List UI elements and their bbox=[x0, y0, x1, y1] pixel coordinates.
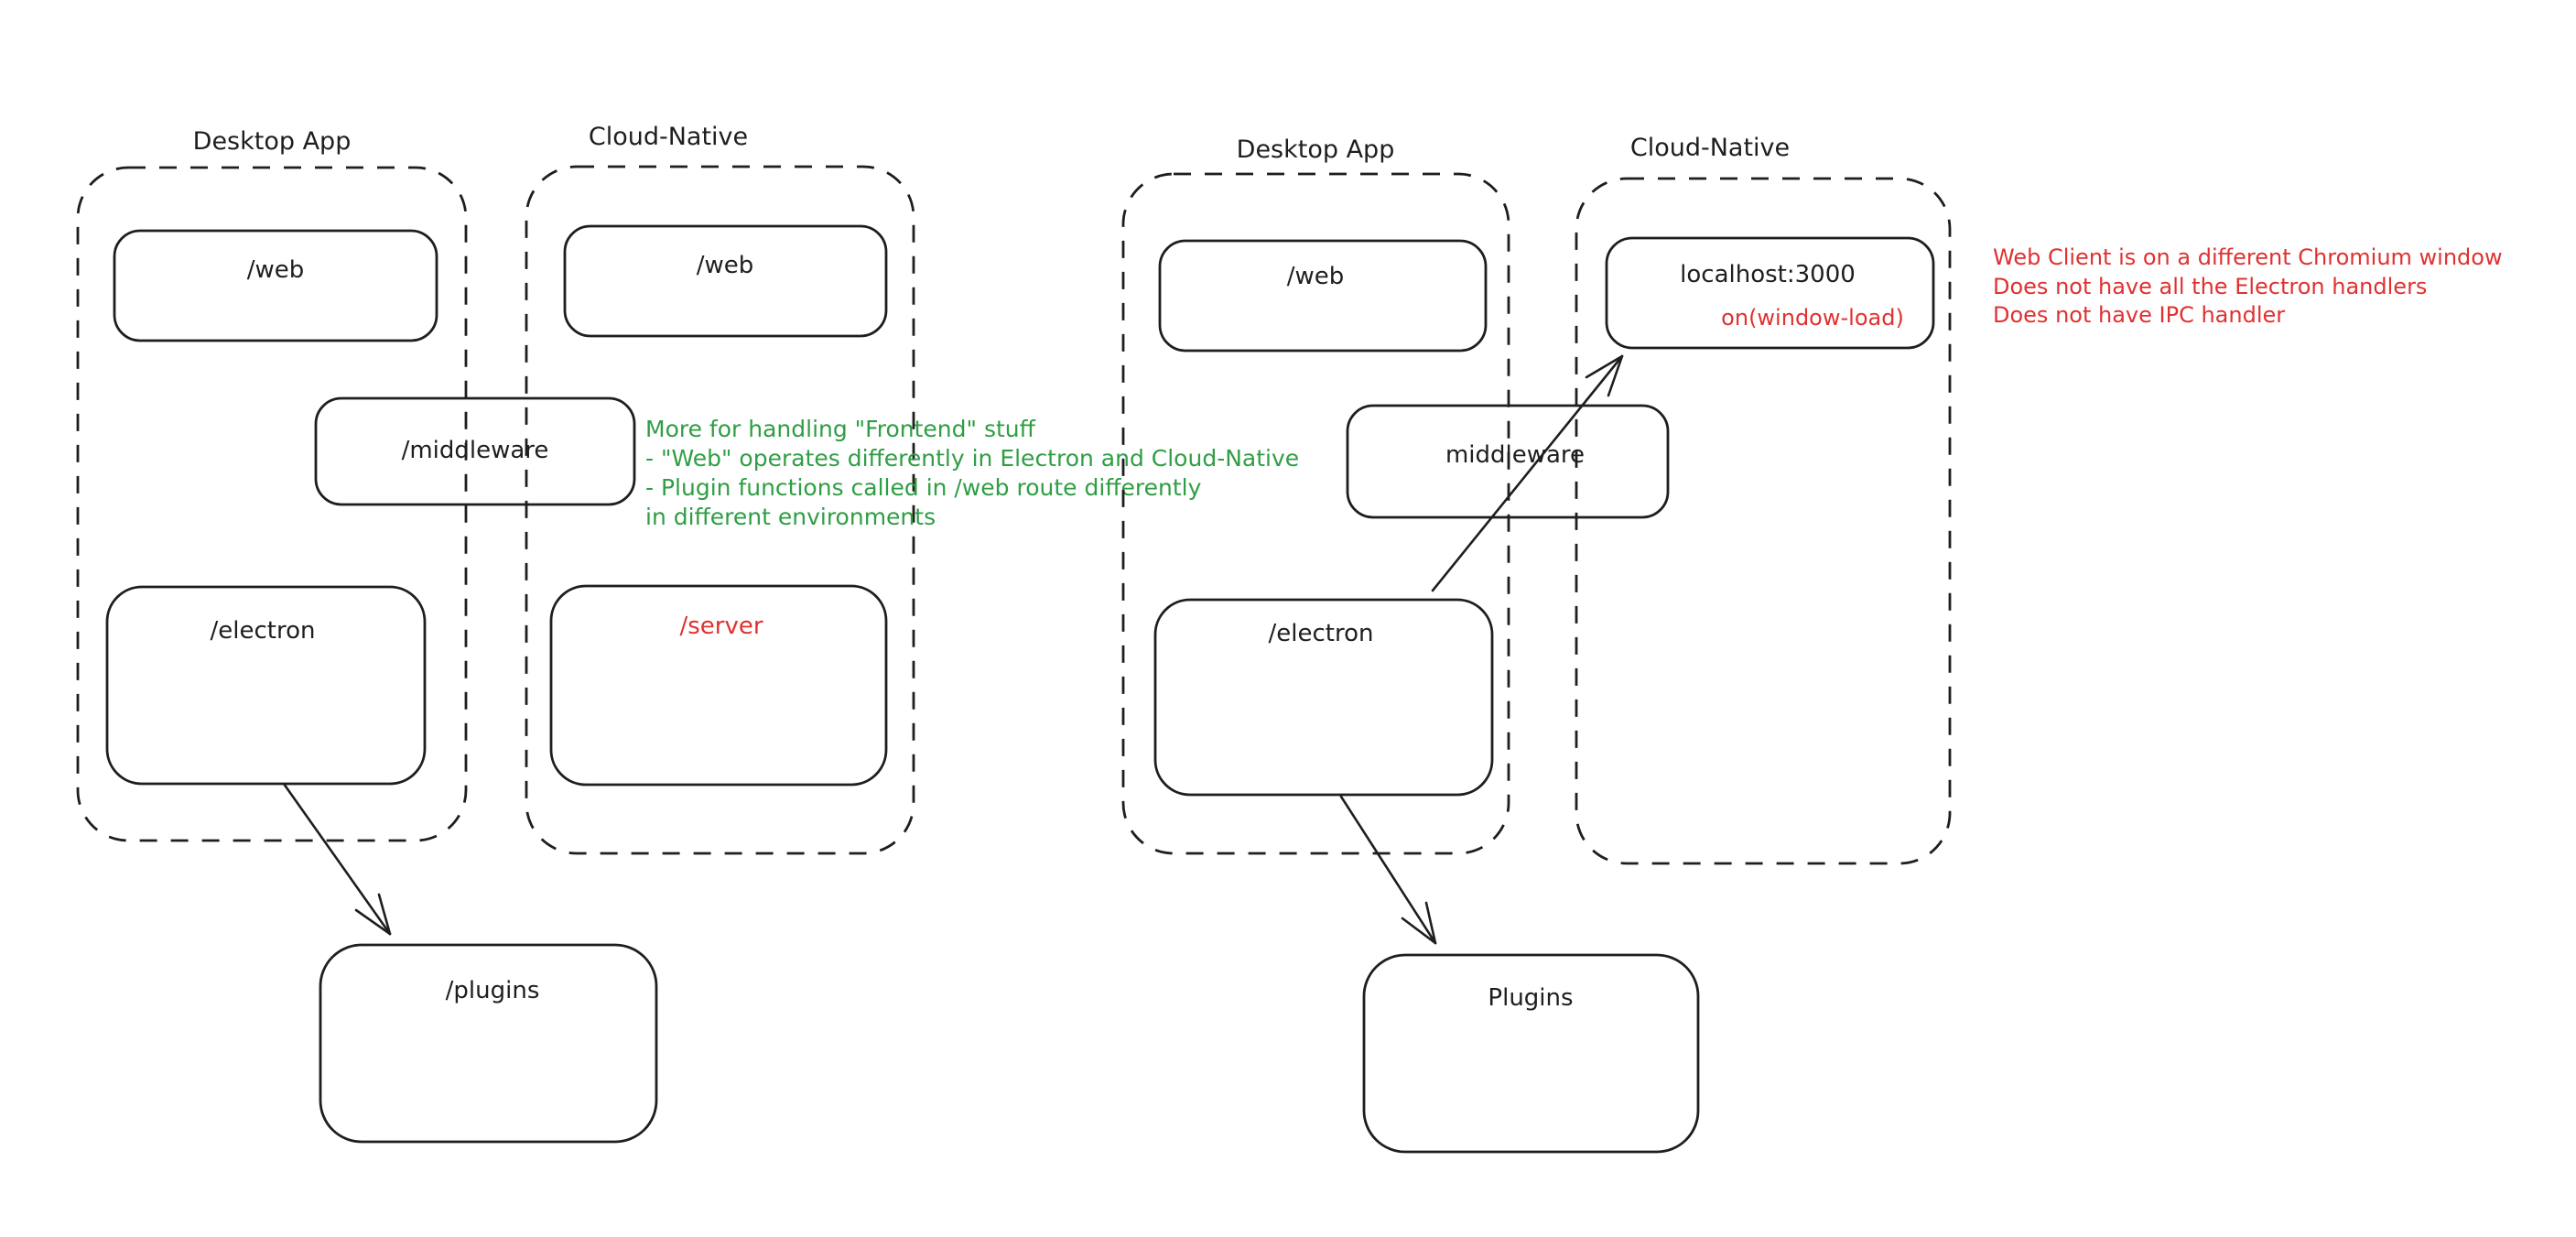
left-cloud-native-label: Cloud-Native bbox=[589, 123, 748, 151]
left-diagram: Desktop App Cloud-Native /web /web /midd… bbox=[76, 123, 1299, 1144]
left-desktop-app-label: Desktop App bbox=[193, 127, 352, 156]
green-note-line-4: in different environments bbox=[645, 504, 936, 530]
right-localhost-label: localhost:3000 bbox=[1680, 261, 1856, 288]
right-window-load-label: on(window-load) bbox=[1721, 305, 1904, 331]
right-middleware-label: middleware bbox=[1445, 441, 1585, 469]
left-electron-label: /electron bbox=[211, 617, 316, 645]
left-middleware-label: /middleware bbox=[402, 437, 549, 464]
right-arrow-electron-to-plugins bbox=[1339, 795, 1437, 945]
red-note-line-2: Does not have all the Electron handlers bbox=[1993, 274, 2427, 299]
right-desktop-app-container bbox=[1121, 172, 1510, 855]
left-server-label: /server bbox=[679, 613, 763, 640]
right-red-note: Web Client is on a different Chromium wi… bbox=[1993, 244, 2503, 328]
right-plugins-box bbox=[1362, 953, 1700, 1154]
right-electron-box bbox=[1153, 598, 1494, 797]
right-arrow-electron-to-localhost bbox=[1431, 354, 1624, 592]
green-note-line-3: - Plugin functions called in /web route … bbox=[645, 474, 1202, 501]
left-cloud-web-box bbox=[563, 224, 888, 338]
right-plugins-label: Plugins bbox=[1488, 984, 1573, 1012]
right-diagram: Desktop App Cloud-Native /web localhost:… bbox=[1121, 134, 2503, 1154]
left-desktop-web-label: /web bbox=[247, 256, 305, 284]
right-cloud-native-label: Cloud-Native bbox=[1630, 134, 1790, 162]
left-green-note: More for handling "Frontend" stuff - "We… bbox=[645, 416, 1299, 530]
left-desktop-web-box bbox=[113, 229, 438, 342]
left-plugins-label: /plugins bbox=[446, 977, 540, 1004]
left-cloud-web-label: /web bbox=[697, 252, 754, 279]
left-arrow-electron-to-plugins bbox=[282, 782, 392, 936]
green-note-line-1: More for handling "Frontend" stuff bbox=[645, 416, 1036, 442]
left-plugins-box bbox=[319, 943, 658, 1144]
left-middleware-box bbox=[314, 396, 636, 506]
red-note-line-1: Web Client is on a different Chromium wi… bbox=[1993, 244, 2503, 270]
right-desktop-web-box bbox=[1158, 239, 1488, 353]
red-note-line-3: Does not have IPC handler bbox=[1993, 302, 2285, 328]
right-cloud-native-container bbox=[1575, 177, 1952, 865]
right-desktop-app-label: Desktop App bbox=[1237, 136, 1395, 164]
left-cloud-native-container bbox=[525, 165, 915, 855]
left-electron-box bbox=[105, 585, 427, 786]
right-electron-label: /electron bbox=[1269, 620, 1374, 647]
right-localhost-box bbox=[1605, 236, 1935, 350]
right-desktop-web-label: /web bbox=[1287, 263, 1345, 290]
green-note-line-2: - "Web" operates differently in Electron… bbox=[645, 445, 1299, 472]
left-desktop-app-container bbox=[76, 166, 468, 842]
right-middleware-box bbox=[1346, 404, 1670, 519]
left-server-box bbox=[549, 584, 888, 787]
